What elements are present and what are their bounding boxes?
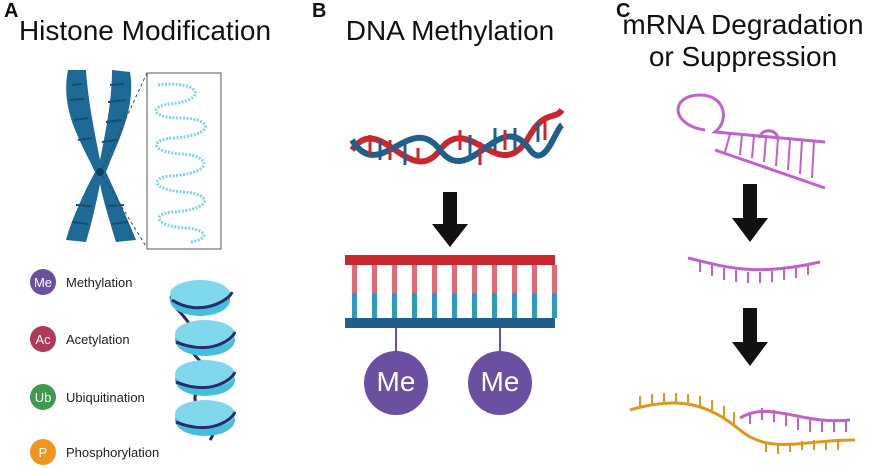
chromatin-inset-box [146, 72, 222, 250]
methylation-badge-icon: Me [30, 269, 56, 295]
dna-methylation-illustration [345, 107, 565, 415]
panel-b-title: DNA Methylation [345, 15, 555, 46]
acetylation-badge-icon: Ac [30, 326, 56, 352]
panel-c-title-line-2: or Suppression [648, 41, 838, 72]
legend-item-methylation: Me Methylation [30, 268, 132, 296]
panel-letter-b: B [312, 0, 327, 22]
chromatin-fiber [154, 82, 207, 244]
mirna-strand-icon [687, 256, 821, 283]
zoom-line-bottom [102, 175, 148, 249]
mrna-illustration [629, 93, 856, 454]
panel-mrna-degradation: C mRNA Degradation or Suppression [600, 0, 886, 468]
arrow-down-icon [732, 184, 768, 242]
legend-label: Phosphorylation [66, 444, 160, 460]
hairpin-rna-icon [676, 93, 826, 190]
legend-item-acetylation: Ac Acetylation [30, 325, 130, 353]
ubiquitination-badge-icon: Ub [30, 384, 56, 410]
legend-item-ubiquitination: Ub Ubiquitination [30, 383, 145, 411]
dna-helix-icon [349, 107, 565, 165]
legend-label: Ubiquitination [66, 389, 145, 405]
chromosome-icon [66, 70, 136, 242]
panel-letter-c: C [616, 0, 631, 22]
methyl-groups [364, 328, 532, 415]
methyl-mark-label: Me [376, 366, 416, 397]
panel-a-title: Histone Modification [18, 15, 272, 46]
legend-label: Acetylation [66, 331, 130, 347]
methyl-mark-label: Me [480, 366, 520, 397]
legend-item-phosphorylation: P Phosphorylation [30, 438, 159, 466]
arrow-down-icon [732, 308, 768, 366]
nucleosome-stack-icon [169, 280, 237, 441]
panel-dna-methylation: B DNA Methylation Me Me [300, 0, 600, 468]
legend-label: Methylation [66, 274, 133, 290]
arrow-down-icon [432, 192, 468, 247]
dna-ladder-icon [345, 255, 557, 328]
phosphorylation-badge-icon: P [30, 439, 56, 465]
mrna-binding-icon [629, 393, 856, 454]
panel-c-title-line-1: mRNA Degradation [622, 9, 864, 40]
panel-histone-modification: A Histone Modification [0, 0, 300, 468]
panel-letter-a: A [4, 0, 19, 22]
histone-illustration [66, 70, 237, 441]
